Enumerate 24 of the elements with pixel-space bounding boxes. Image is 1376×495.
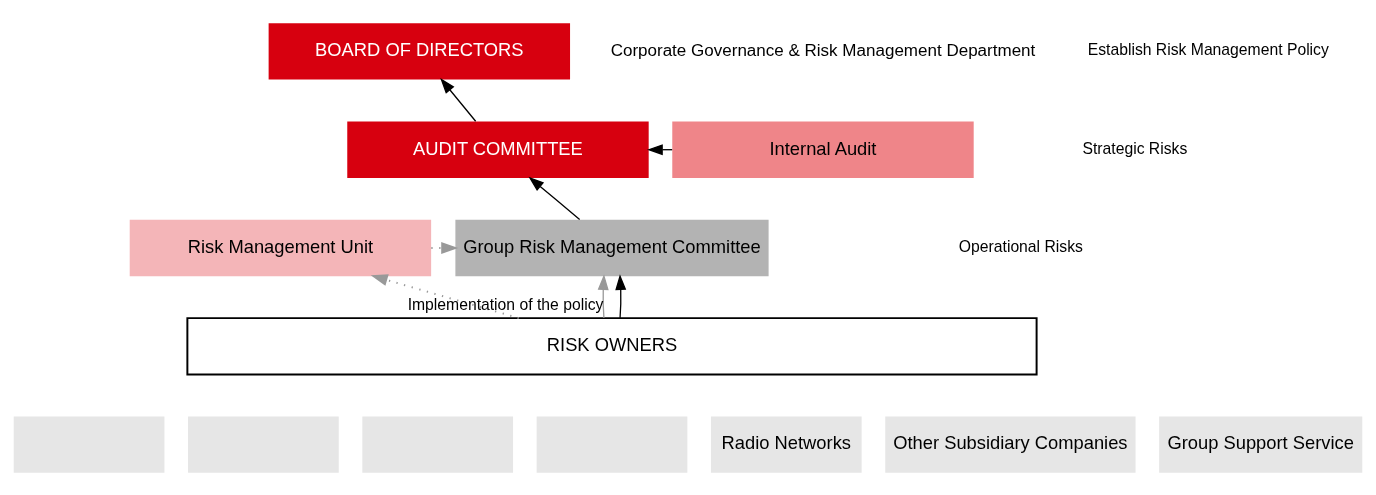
node-box — [13, 415, 165, 473]
node-box: RISK OWNERS — [186, 316, 1038, 375]
node-box — [362, 415, 514, 473]
node-box — [536, 415, 688, 473]
arrow — [615, 273, 627, 318]
edge-label: Implementation of the policy — [407, 295, 604, 313]
node-box: BOARD OF DIRECTORS — [268, 22, 571, 80]
arrow — [440, 77, 477, 122]
node-box: AUDIT COMMITTEE — [347, 121, 649, 178]
label: Establish Risk Management Policy — [1087, 40, 1329, 58]
label: Strategic Risks — [1082, 139, 1188, 157]
label: Corporate Governance & Risk Management Department — [610, 40, 1036, 60]
node-box: Other Subsidiary Companies — [885, 415, 1136, 473]
node-box: Risk Management Unit — [129, 219, 432, 276]
label: Operational Risks — [958, 237, 1083, 255]
arrow — [370, 273, 520, 319]
arrow — [528, 176, 581, 220]
arrow — [597, 273, 609, 318]
node-box: Group Risk Management Committee — [455, 219, 769, 276]
node-box: Group Support Service — [1159, 415, 1363, 473]
node-box — [188, 415, 339, 473]
node-box: Radio Networks — [710, 415, 862, 473]
node-box: Internal Audit — [672, 121, 974, 178]
arrow — [430, 241, 459, 254]
